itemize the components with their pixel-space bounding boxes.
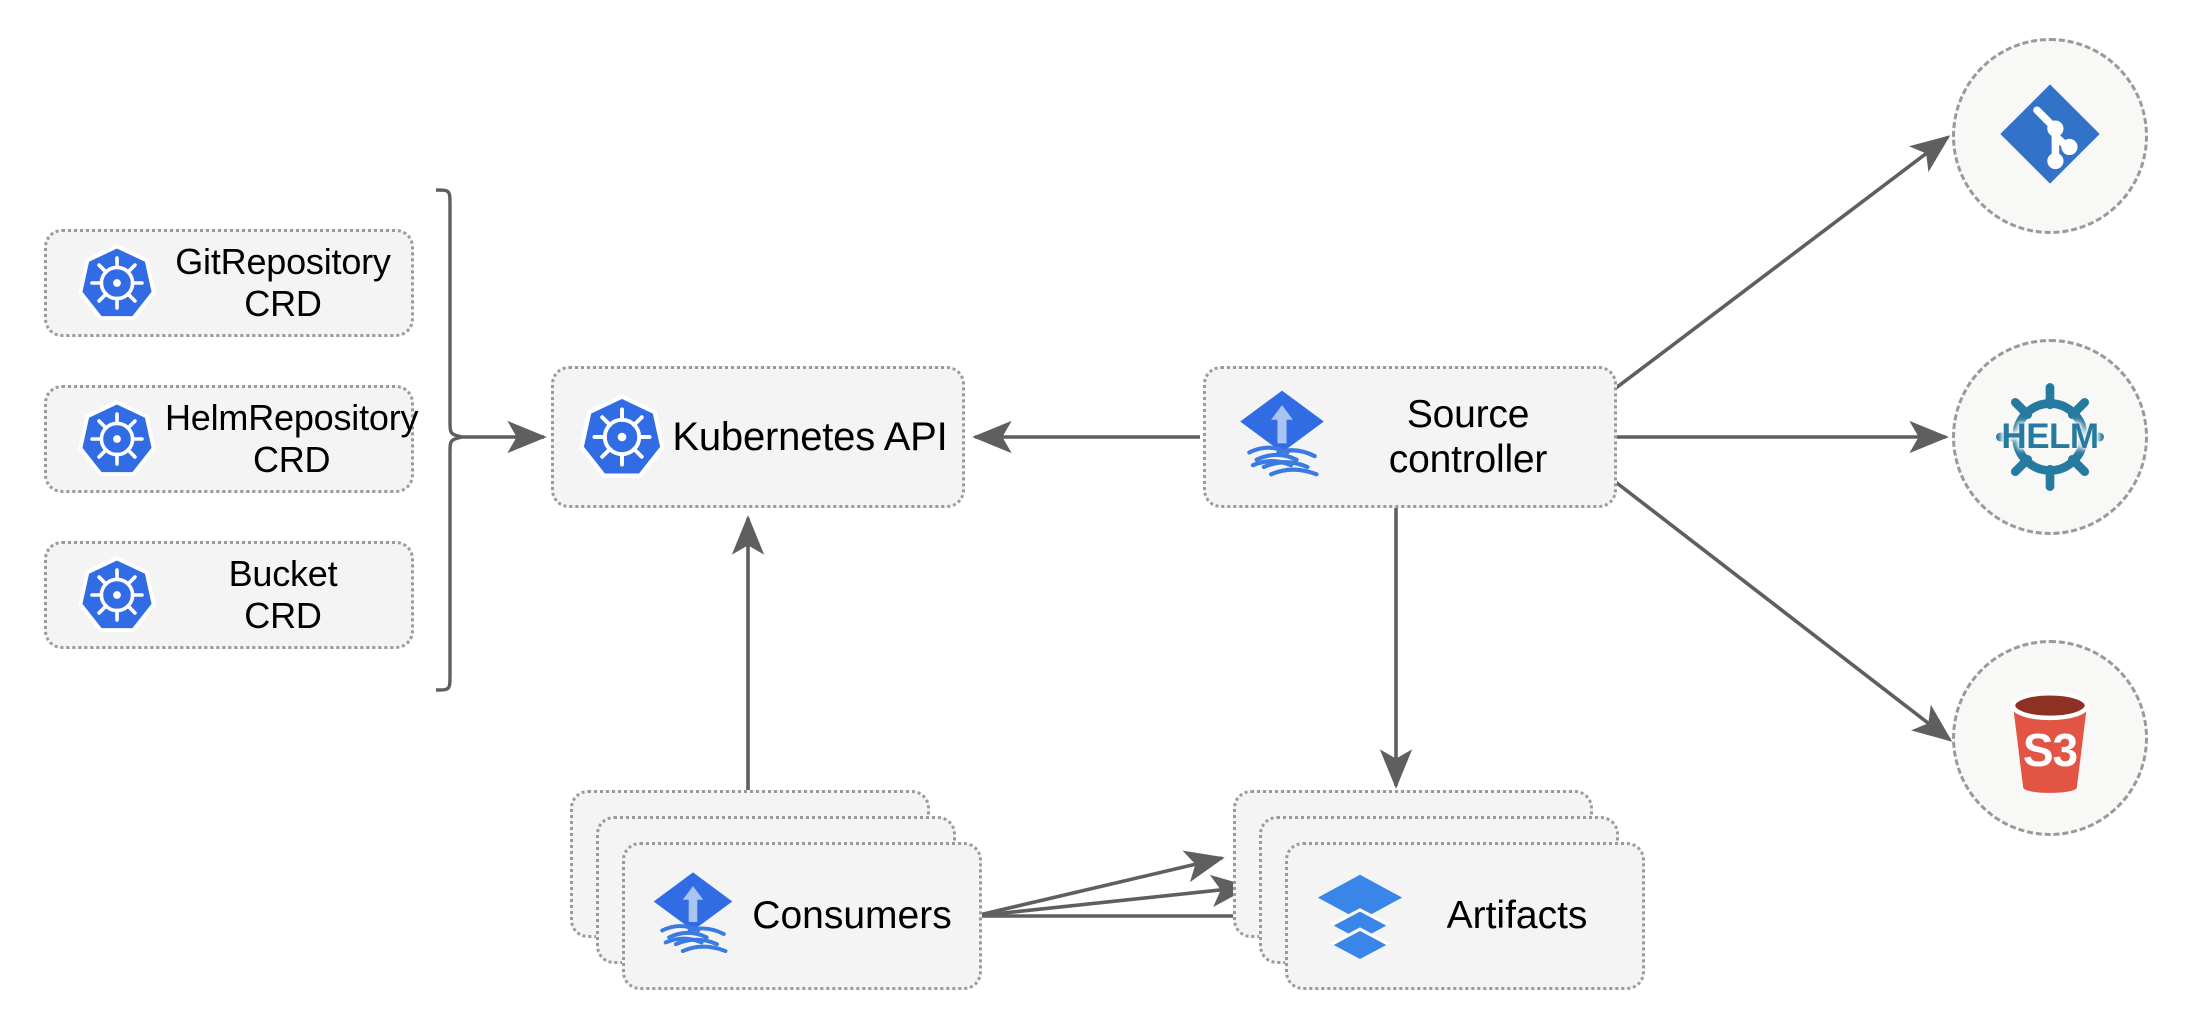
node-label: Bucket CRD xyxy=(228,553,338,636)
edge-source-controller-to-git xyxy=(1598,135,1951,402)
node-source-controller[interactable]: Source controller xyxy=(1203,366,1617,508)
node-label: GitRepository CRD xyxy=(175,241,391,324)
consumers-stack-layer-front[interactable]: Consumers xyxy=(622,842,982,990)
kubernetes-icon xyxy=(576,394,668,480)
external-s3[interactable]: S3 xyxy=(1952,640,2148,836)
node-label: Kubernetes API xyxy=(672,414,948,459)
crd-group-bracket xyxy=(435,188,463,692)
node-label: Source controller xyxy=(1388,392,1548,481)
node-gitrepository-crd[interactable]: GitRepository CRD xyxy=(44,229,414,337)
flux-icon xyxy=(645,869,741,963)
s3-icon: S3 xyxy=(1994,683,2106,793)
node-kubernetes-api[interactable]: Kubernetes API xyxy=(551,366,965,508)
edge-source-controller-to-s3 xyxy=(1598,468,1953,742)
kubernetes-icon xyxy=(69,244,165,322)
layers-icon xyxy=(1312,873,1408,959)
external-helm[interactable]: HELM xyxy=(1952,339,2148,535)
helm-wordmark: HELM xyxy=(2001,417,2099,456)
node-artifacts[interactable]: Artifacts xyxy=(1233,790,1645,990)
git-icon xyxy=(1996,80,2104,193)
node-helmrepository-crd[interactable]: HelmRepository CRD xyxy=(44,385,418,493)
artifacts-stack-layer-front[interactable]: Artifacts xyxy=(1285,842,1645,990)
kubernetes-icon xyxy=(69,400,165,478)
flux-icon xyxy=(1232,387,1332,487)
node-consumers[interactable]: Consumers xyxy=(570,790,982,990)
node-label: Consumers xyxy=(752,894,952,937)
kubernetes-icon xyxy=(69,556,165,634)
edge-consumers-to-artifacts-back xyxy=(974,850,1225,918)
edge-consumers-to-artifacts-middle xyxy=(974,874,1251,918)
s3-wordmark: S3 xyxy=(2022,724,2078,776)
external-git[interactable] xyxy=(1952,38,2148,234)
node-label: Artifacts xyxy=(1446,894,1588,937)
helm-icon: HELM xyxy=(1988,375,2112,499)
node-bucket-crd[interactable]: Bucket CRD xyxy=(44,541,414,649)
node-label: HelmRepository CRD xyxy=(165,397,419,480)
